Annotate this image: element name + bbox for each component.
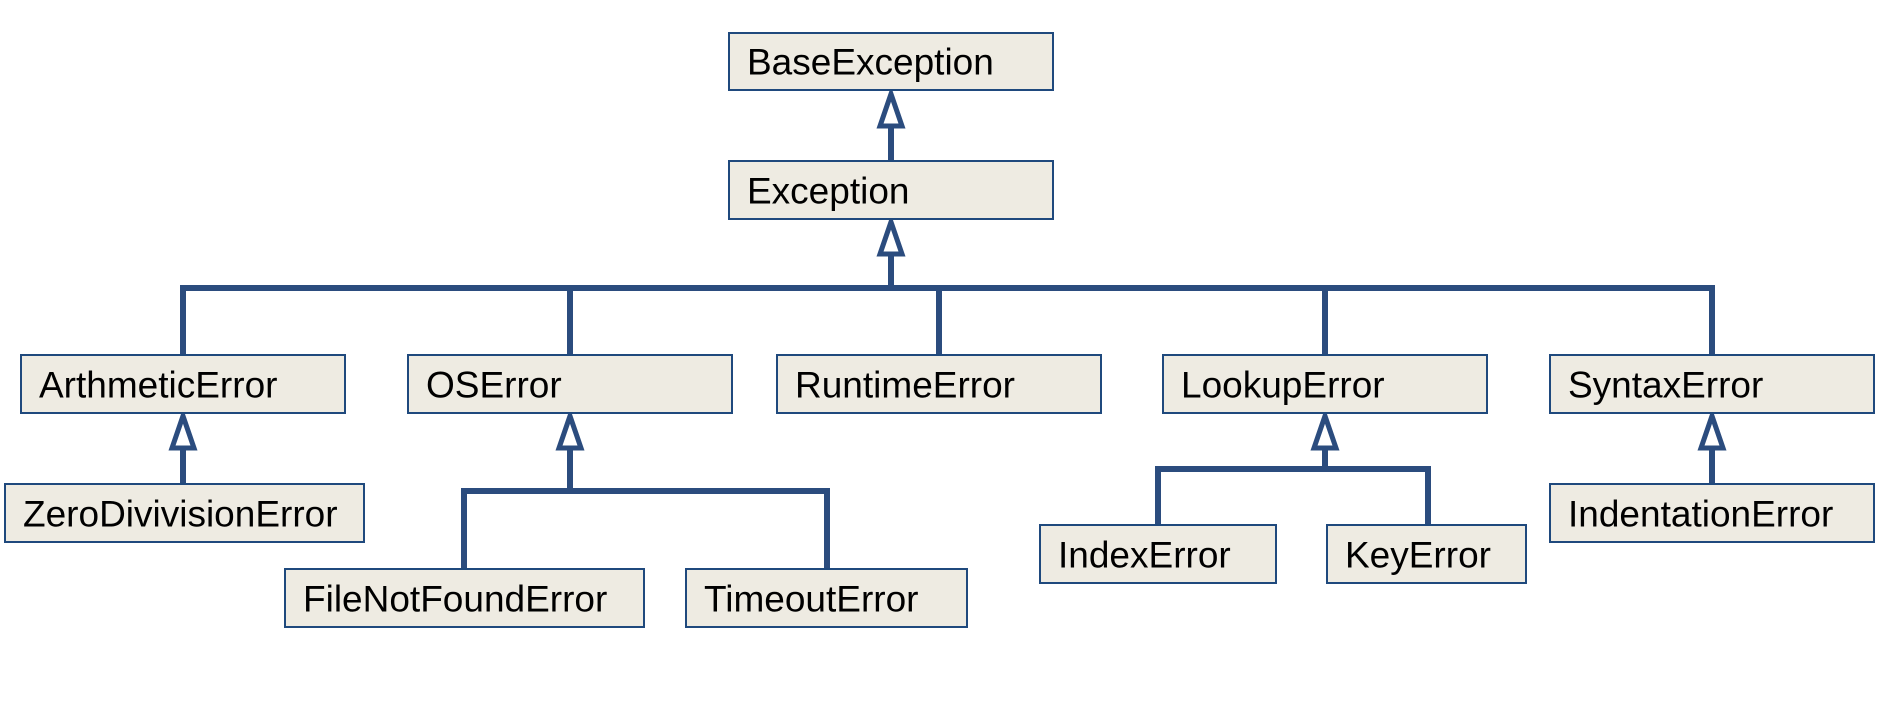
- node-indexerror: IndexError: [1039, 524, 1277, 584]
- node-runtimeerror: RuntimeError: [776, 354, 1102, 414]
- node-label: IndexError: [1058, 535, 1231, 576]
- node-keyerror: KeyError: [1326, 524, 1527, 584]
- node-label: KeyError: [1345, 535, 1491, 576]
- arrowhead-arithmeticerror: [168, 408, 198, 451]
- arrowhead-lookuperror: [1310, 408, 1340, 451]
- node-box: [1162, 354, 1488, 414]
- node-label: ArthmeticError: [39, 365, 277, 406]
- node-label: ZeroDivivisionError: [23, 494, 338, 535]
- node-box: [728, 160, 1054, 220]
- node-label: TimeoutError: [704, 579, 919, 620]
- node-timeouterror: TimeoutError: [685, 568, 968, 628]
- arrowheads: [168, 86, 1727, 451]
- node-label: OSError: [426, 365, 562, 406]
- node-box: [1039, 524, 1277, 584]
- node-label: BaseException: [747, 42, 994, 83]
- node-box: [1549, 483, 1875, 543]
- node-baseexception: BaseException: [728, 32, 1054, 91]
- arrowhead-exception: [876, 214, 906, 257]
- node-label: SyntaxError: [1568, 365, 1763, 406]
- node-label: Exception: [747, 171, 910, 212]
- node-box: [284, 568, 645, 628]
- node-box: [1326, 524, 1527, 584]
- arrowhead-oserror: [555, 408, 585, 451]
- node-zerodivisionerror: ZeroDivivisionError: [4, 483, 365, 543]
- node-label: RuntimeError: [795, 365, 1015, 406]
- node-indentationerror: IndentationError: [1549, 483, 1875, 543]
- node-label: IndentationError: [1568, 494, 1833, 535]
- arrowhead-syntaxerror: [1697, 408, 1727, 451]
- node-label: LookupError: [1181, 365, 1385, 406]
- node-box: [776, 354, 1102, 414]
- node-box: [20, 354, 346, 414]
- node-filenotfounderror: FileNotFoundError: [284, 568, 645, 628]
- node-label: FileNotFoundError: [303, 579, 607, 620]
- node-lookuperror: LookupError: [1162, 354, 1488, 414]
- node-arithmeticerror: ArthmeticError: [20, 354, 346, 414]
- node-exception: Exception: [728, 160, 1054, 220]
- node-syntaxerror: SyntaxError: [1549, 354, 1875, 414]
- connectors: [180, 126, 1715, 569]
- node-oserror: OSError: [407, 354, 733, 414]
- node-box: [4, 483, 365, 543]
- node-box: [1549, 354, 1875, 414]
- node-box: [728, 32, 1054, 91]
- node-box: [407, 354, 733, 414]
- node-box: [685, 568, 968, 628]
- arrowhead-baseexception: [876, 86, 906, 129]
